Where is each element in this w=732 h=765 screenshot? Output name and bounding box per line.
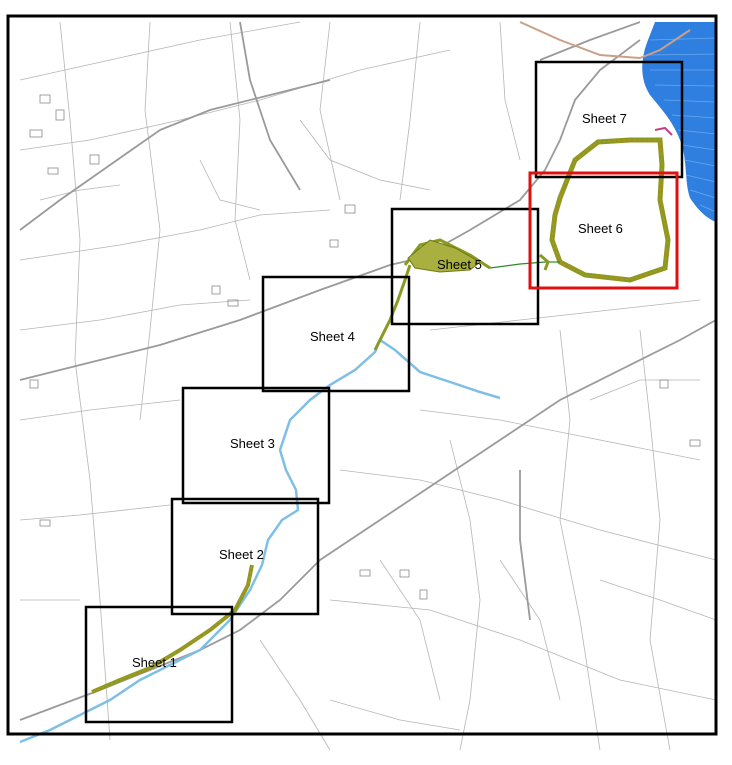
sheet-1-label: Sheet 1 bbox=[132, 655, 177, 670]
map-border bbox=[6, 14, 718, 736]
lake-road bbox=[519, 21, 691, 60]
lake bbox=[642, 22, 717, 222]
sheet-6-frame[interactable] bbox=[528, 171, 679, 290]
sheet-4-label: Sheet 4 bbox=[310, 329, 355, 344]
sheet-labels: Sheet 1 Sheet 2 Sheet 3 Sheet 4 Sheet 5 … bbox=[132, 111, 627, 670]
sheet-1-frame[interactable] bbox=[84, 605, 234, 724]
sheet-7-frame[interactable] bbox=[534, 60, 684, 179]
sheet-2-frame[interactable] bbox=[170, 497, 320, 616]
sheet-frames bbox=[84, 60, 684, 724]
sheet-3-label: Sheet 3 bbox=[230, 436, 275, 451]
sheet-5-label: Sheet 5 bbox=[437, 257, 482, 272]
sheet-5-frame[interactable] bbox=[390, 207, 540, 326]
sheet-2-label: Sheet 2 bbox=[219, 547, 264, 562]
stream bbox=[19, 338, 501, 744]
sheet-3-frame[interactable] bbox=[181, 386, 331, 505]
field-boundaries bbox=[19, 21, 717, 751]
buildings bbox=[29, 94, 701, 600]
sheet-4-frame[interactable] bbox=[261, 275, 411, 393]
sheet-6-label: Sheet 6 bbox=[578, 221, 623, 236]
works-corridor bbox=[91, 126, 673, 694]
sheet-7-label: Sheet 7 bbox=[582, 111, 627, 126]
